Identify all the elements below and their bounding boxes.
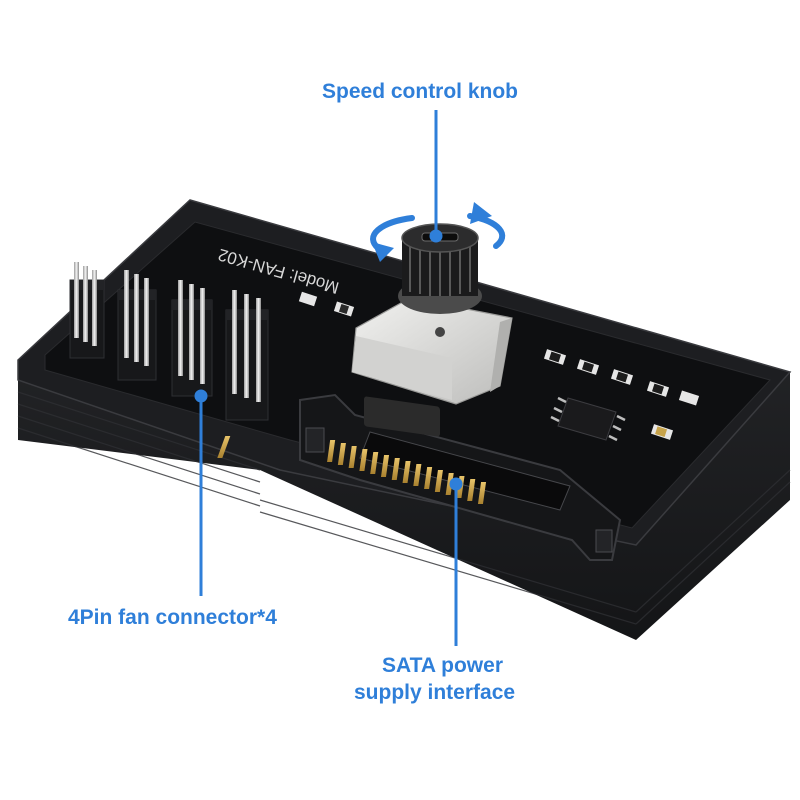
speed-control-knob-label: Speed control knob — [322, 80, 519, 103]
sata-contact — [467, 479, 476, 501]
sata-contact — [327, 440, 336, 462]
fan-connector-label: 4Pin fan connector*4 — [68, 606, 277, 629]
sata-contact — [434, 470, 443, 492]
knob-leader-dot — [429, 229, 443, 243]
sata-contact — [380, 455, 390, 477]
sata-pins — [217, 436, 231, 458]
fan-connector-1 — [69, 262, 105, 359]
resistor-r4 — [650, 424, 674, 440]
potentiometer — [351, 297, 513, 437]
ic-u1 — [550, 396, 626, 442]
resistor-r2 — [576, 359, 600, 375]
sata-label-line-2: supply interface — [354, 681, 516, 704]
capacitor-c1 — [333, 301, 355, 317]
diode-d2 — [610, 369, 634, 385]
fan-leader-dot — [194, 389, 208, 403]
fan-connectors — [69, 262, 269, 421]
sata-interface-label: SATA power supply interface — [354, 652, 515, 706]
sata-contact — [477, 482, 487, 504]
sata-label-line-1: SATA power — [382, 654, 503, 677]
resistor-r1 — [646, 381, 670, 397]
sata-contact — [402, 461, 411, 483]
sata-contact — [348, 446, 357, 468]
fan-connector-2 — [117, 270, 157, 381]
fan-connector-3 — [171, 280, 213, 397]
sata-contact — [413, 464, 422, 486]
sata-contact — [424, 467, 433, 489]
sata-contact — [370, 452, 379, 474]
capacitor-c2 — [298, 291, 318, 307]
rotation-arrows-icon — [370, 202, 506, 262]
sata-contact — [359, 449, 368, 471]
fan-connector-4 — [225, 290, 269, 421]
smd-components — [298, 291, 700, 442]
sata-connector — [217, 393, 622, 561]
sata-contact — [337, 443, 346, 465]
capacitor-c3 — [678, 390, 700, 406]
sata-leader-dot — [449, 477, 463, 491]
callout-leaders — [194, 110, 463, 646]
sata-contact — [391, 458, 400, 480]
diode-d1 — [543, 349, 567, 365]
